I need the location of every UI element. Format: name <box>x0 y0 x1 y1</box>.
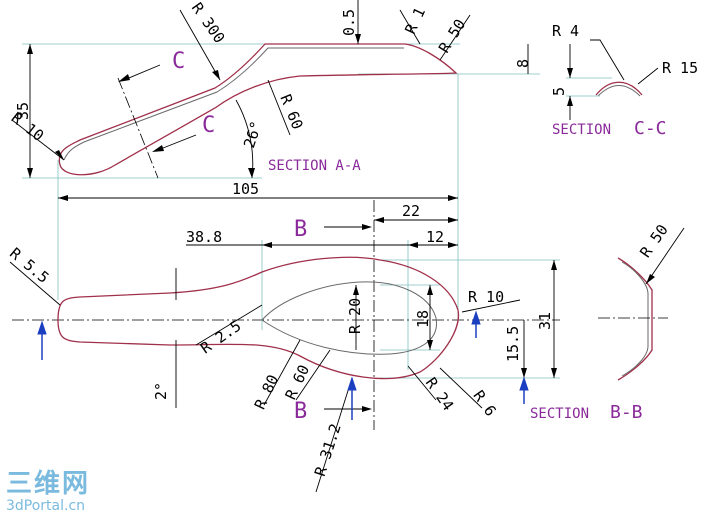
plan-view: 22 12 38.8 31 15.5 18 R 20 R 10 R 5.5 <box>6 200 560 493</box>
section-c-profile <box>595 81 643 96</box>
dim-0-5: 0.5 <box>340 9 358 36</box>
section-a-view: 35 105 8 0.5 R 300 R 1 R 50 R 10 R 60 26… <box>8 0 540 205</box>
dim-c-5: 5 <box>550 87 568 96</box>
dim-18: 18 <box>414 310 432 328</box>
section-c-view: 5 R 4 R 15 SECTION C-C <box>550 22 698 139</box>
dim-c-r4: R 4 <box>552 22 579 40</box>
dim-35: 35 <box>14 102 32 120</box>
dim-12: 12 <box>426 228 444 246</box>
section-b-marker-bottom: B <box>294 399 307 424</box>
dim-r24: R 24 <box>422 374 457 414</box>
dim-c-r15: R 15 <box>662 59 698 77</box>
logo-en-text: 3dPortal.cn <box>6 498 86 514</box>
dim-b-r50: R 50 <box>636 221 671 261</box>
section-b-b-prefix: SECTION <box>530 406 589 422</box>
section-c-marker-top: C <box>172 49 185 74</box>
dim-r80: R 80 <box>251 372 283 412</box>
dim-r31-2: R 31.2 <box>311 421 345 478</box>
dim-8: 8 <box>514 59 532 68</box>
section-b-marker-top: B <box>294 217 307 242</box>
section-c-c-prefix: SECTION <box>552 122 611 138</box>
dim-r5-5: R 5.5 <box>6 244 52 287</box>
section-a-a-label: SECTION A-A <box>268 158 361 174</box>
dim-r300: R 300 <box>188 0 229 47</box>
dim-r6: R 6 <box>469 387 499 420</box>
dim-15-5: 15.5 <box>504 326 522 362</box>
section-b-profile <box>617 257 653 381</box>
dim-r2-5: R 2.5 <box>197 317 244 358</box>
dim-105: 105 <box>232 180 259 198</box>
dim-22: 22 <box>402 202 420 220</box>
dim-r1: R 1 <box>401 5 429 37</box>
dim-r10: R 10 <box>468 288 504 306</box>
dim-r50: R 50 <box>435 16 469 56</box>
section-c-marker-bottom: C <box>202 113 215 138</box>
logo-cn-text: 三维网 <box>6 469 91 499</box>
dim-31: 31 <box>536 312 554 330</box>
dim-38-8: 38.8 <box>186 228 222 246</box>
dim-r20: R 20 <box>346 298 364 334</box>
section-c-c-letter: C-C <box>634 118 667 139</box>
spoon-outline <box>57 256 460 380</box>
spoon-handle-profile <box>58 43 458 176</box>
watermark-logo: 三维网 3dPortal.cn <box>6 470 106 516</box>
section-b-b-letter: B-B <box>610 402 643 423</box>
dim-2-deg: 2° <box>152 382 170 400</box>
dim-26-deg: 26° <box>240 119 265 150</box>
